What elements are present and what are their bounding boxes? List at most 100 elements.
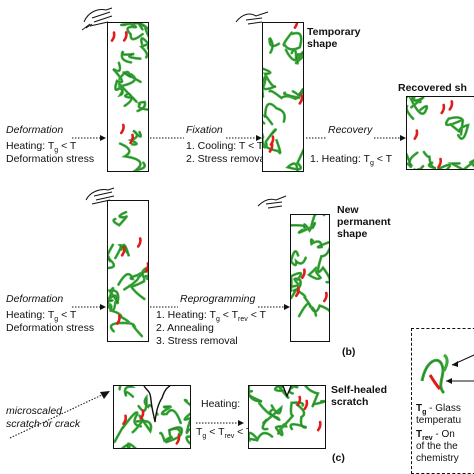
polymer-chain-outline <box>115 244 130 259</box>
row-b-reprogramming-step2: 2. Annealing <box>156 322 214 334</box>
new-permanent-shape-label: New permanent shape <box>337 204 391 240</box>
polymer-chain-outline <box>119 143 145 171</box>
crosslink <box>413 129 419 140</box>
polymer-chain <box>109 321 144 338</box>
polymer-chain-outline <box>118 271 148 285</box>
polymer-chain-outline <box>145 26 148 49</box>
polymer-chain-outline <box>108 305 130 323</box>
crosslink <box>116 314 121 325</box>
crosslink <box>303 399 309 411</box>
polymer-chain-outline <box>184 399 190 421</box>
sample-box-a1 <box>107 22 149 172</box>
row-b-deformation-condition: Heating: Tg < T <box>6 309 77 324</box>
polymer-chain-outline <box>108 290 119 304</box>
polymer-chain-outline <box>291 251 306 266</box>
crosslink <box>122 31 128 42</box>
polymer-chain-outline <box>119 386 134 397</box>
crosslink <box>144 262 148 273</box>
polymer-chain-outline <box>287 150 303 171</box>
polymer-chain-outline <box>108 244 115 269</box>
row-c-crack-arrow <box>8 388 112 445</box>
polymer-chain-outline <box>291 272 302 291</box>
row-a-fixation-label: Fixation <box>186 124 223 136</box>
row-b-reprogramming-arrow-right <box>258 298 290 316</box>
panel-b-label: (b) <box>342 346 356 358</box>
crosslink <box>440 103 446 115</box>
polymer-chain-outline <box>108 287 114 305</box>
sample-box-b1 <box>107 200 149 342</box>
polymer-chain-outline <box>450 124 469 139</box>
crosslink <box>175 434 181 445</box>
row-a-fixation-arrow-left <box>150 129 184 147</box>
polymer-chain-outline <box>291 278 301 299</box>
polymer-chain-outline <box>291 222 316 231</box>
crosslink <box>120 123 125 135</box>
polymer-chain-outline <box>132 415 152 433</box>
polymer-chain-outline <box>121 51 141 63</box>
row-a-deformation-label: Deformation <box>6 124 64 136</box>
polymer-chain-outline <box>269 37 280 53</box>
polymer-chain-outline <box>186 420 190 444</box>
polymer-chain-outline <box>110 322 143 337</box>
row-b-deformation-label: Deformation <box>6 293 64 305</box>
polymer-chain-outline <box>119 71 141 83</box>
polymer-chain-outline <box>262 405 282 430</box>
polymer-chain-outline <box>317 249 329 283</box>
polymer-chain <box>284 48 302 62</box>
polymer-chain-outline <box>264 103 285 125</box>
polymer-chain-outline <box>263 68 277 90</box>
polymer-chain-outline <box>113 211 127 226</box>
sample-box-b2 <box>290 214 330 342</box>
row-a-recovery-step1: 1. Heating: Tg < T <box>310 153 393 168</box>
legend-tg-line1: Tg - Glass <box>416 403 461 416</box>
polymer-chain-outline <box>472 164 474 167</box>
polymer-chain-outline <box>411 97 425 108</box>
sample-box-c1 <box>113 385 191 449</box>
crosslink <box>293 23 299 29</box>
polymer-chain-outline <box>130 275 148 300</box>
legend-trev-line1: Trev - On <box>416 429 455 442</box>
polymer-chain-outline <box>423 151 437 169</box>
crosslink <box>301 268 306 279</box>
row-c-heating-label: Heating: <box>201 398 241 410</box>
polymer-network <box>108 210 148 338</box>
polymer-chain <box>309 238 329 249</box>
polymer-network <box>407 97 474 169</box>
sample-box-a3 <box>406 96 474 170</box>
polymer-chain-outline <box>284 88 303 99</box>
legend-network-icon <box>420 353 474 395</box>
polymer-chain-outline <box>407 97 414 119</box>
row-b-reprogramming-step1: 1. Heating: Tg < Trev < T <box>156 309 266 324</box>
polymer-chain-outline <box>118 83 137 107</box>
crosslink <box>268 142 274 153</box>
polymer-chain-outline <box>290 404 307 430</box>
legend-box: Tg - Glass temperatu Trev - On of the th… <box>411 328 474 474</box>
row-a-recovery-arrow-left <box>306 129 326 147</box>
polymer-chain-outline <box>259 403 280 420</box>
open-hand-icon <box>254 192 290 219</box>
polymer-chain-outline <box>122 443 136 448</box>
polymer-chain-outline <box>298 215 325 233</box>
polymer-network <box>291 215 329 318</box>
polymer-network <box>110 23 148 171</box>
sample-box-c2 <box>248 385 326 449</box>
legend-trev-line3: chemistry <box>416 453 459 464</box>
polymer-chain-outline <box>130 130 142 145</box>
polymer-chain-outline <box>114 412 141 443</box>
crosslink <box>323 291 328 303</box>
row-a-deformation-arrow <box>72 129 106 147</box>
legend-tg-line2: temperatu <box>416 415 462 426</box>
row-c-heating-arrow <box>196 414 244 432</box>
polymer-chain-outline <box>112 62 123 91</box>
row-b-reprogramming-step3: 3. Stress removal <box>156 335 238 347</box>
crosslink <box>316 420 322 432</box>
crosslink <box>296 395 302 407</box>
polymer-chain-outline <box>249 386 262 402</box>
polymer-chain-outline <box>140 38 148 58</box>
polymer-chain-outline <box>274 386 295 398</box>
polymer-chain-outline <box>451 160 474 169</box>
hand-pulling-icon <box>82 184 122 215</box>
row-a-fixation-step2: 2. Stress removal <box>186 153 268 165</box>
polymer-chain <box>285 148 303 171</box>
